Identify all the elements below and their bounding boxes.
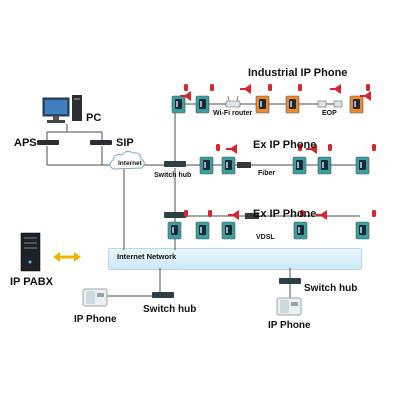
network-switch-icon bbox=[37, 140, 112, 145]
ip-phone-icon bbox=[293, 221, 308, 240]
ip-phone-icon bbox=[167, 221, 182, 240]
switch-hub-label: Switch hub bbox=[304, 283, 358, 294]
signal-lamp-icon bbox=[298, 144, 302, 151]
horn-speaker-icon bbox=[240, 84, 251, 94]
horn-speaker-icon bbox=[316, 210, 327, 220]
aps-label: APS bbox=[14, 137, 37, 149]
internet-network-band bbox=[108, 248, 362, 270]
ip-phone-icon bbox=[199, 156, 214, 175]
ip-phone-icon bbox=[195, 221, 210, 240]
field-devices bbox=[167, 84, 376, 240]
ip-pabx-label: IP PABX bbox=[10, 276, 53, 288]
ex-ip-phone-label: Ex IP Phone bbox=[253, 139, 317, 151]
ip-phone-icon bbox=[195, 95, 210, 114]
industrial-ip-phone-label: Industrial IP Phone bbox=[248, 67, 348, 79]
desk-phone-icon bbox=[276, 297, 302, 316]
internet-label: Internet bbox=[118, 160, 142, 167]
ip-phone-icon bbox=[285, 95, 300, 114]
sip-label: SIP bbox=[116, 137, 134, 149]
signal-lamp-icon bbox=[208, 210, 212, 217]
vdsl-label: VDSL bbox=[256, 234, 275, 241]
signal-lamp-icon bbox=[298, 84, 302, 91]
ip-phone-icon bbox=[317, 156, 332, 175]
signal-lamp-icon bbox=[366, 84, 370, 91]
signal-lamp-icon bbox=[216, 144, 220, 151]
ip-phone-label: IP Phone bbox=[74, 314, 117, 325]
signal-lamp-icon bbox=[210, 84, 214, 91]
ip-phone-icon bbox=[221, 156, 236, 175]
media-converter-icon bbox=[237, 162, 259, 219]
signal-lamp-icon bbox=[328, 144, 332, 151]
horn-speaker-icon bbox=[180, 91, 191, 101]
internet-network-label: Internet Network bbox=[117, 252, 177, 261]
desk-phone-icon bbox=[82, 288, 108, 307]
switch-hub-label: Switch hub bbox=[154, 172, 192, 179]
signal-lamp-icon bbox=[184, 210, 188, 217]
pc-label: PC bbox=[86, 112, 102, 124]
ip-phone-icon bbox=[355, 221, 370, 240]
ip-phone-label: IP Phone bbox=[268, 320, 311, 331]
ip-phone-icon bbox=[292, 156, 307, 175]
server-tower-icon bbox=[20, 232, 41, 272]
horn-speaker-icon bbox=[226, 144, 237, 154]
eop-adapter-icon bbox=[317, 100, 343, 108]
ip-phone-icon bbox=[355, 156, 370, 175]
internet-cloud-icon bbox=[109, 150, 145, 170]
signal-lamp-icon bbox=[372, 210, 376, 217]
desktop-pc-icon bbox=[42, 95, 82, 123]
fiber-label: Fiber bbox=[258, 170, 276, 177]
horn-speaker-icon bbox=[360, 91, 371, 101]
eop-label: EOP bbox=[322, 110, 337, 117]
ip-phone-icon bbox=[349, 95, 364, 114]
switch-hub-label: Switch hub bbox=[143, 304, 197, 315]
network-switch-icon bbox=[152, 161, 301, 298]
horn-speaker-icon bbox=[330, 84, 341, 94]
signal-lamp-icon bbox=[300, 210, 304, 217]
ex-ip-phone-label: Ex IP Phone bbox=[253, 208, 317, 220]
double-arrow-icon bbox=[53, 252, 81, 262]
horn-speaker-icon bbox=[228, 210, 239, 220]
signal-lamp-icon bbox=[372, 144, 376, 151]
horn-speaker-icon bbox=[306, 144, 317, 154]
wifi-router-label: Wi-Fi router bbox=[213, 110, 253, 117]
signal-lamp-icon bbox=[268, 84, 272, 91]
ip-phone-icon bbox=[255, 95, 270, 114]
connection-lines bbox=[46, 103, 360, 298]
wifi-router-icon bbox=[225, 95, 241, 108]
signal-lamp-icon bbox=[184, 84, 188, 91]
ip-phone-icon bbox=[221, 221, 236, 240]
ip-phone-icon bbox=[171, 95, 186, 114]
